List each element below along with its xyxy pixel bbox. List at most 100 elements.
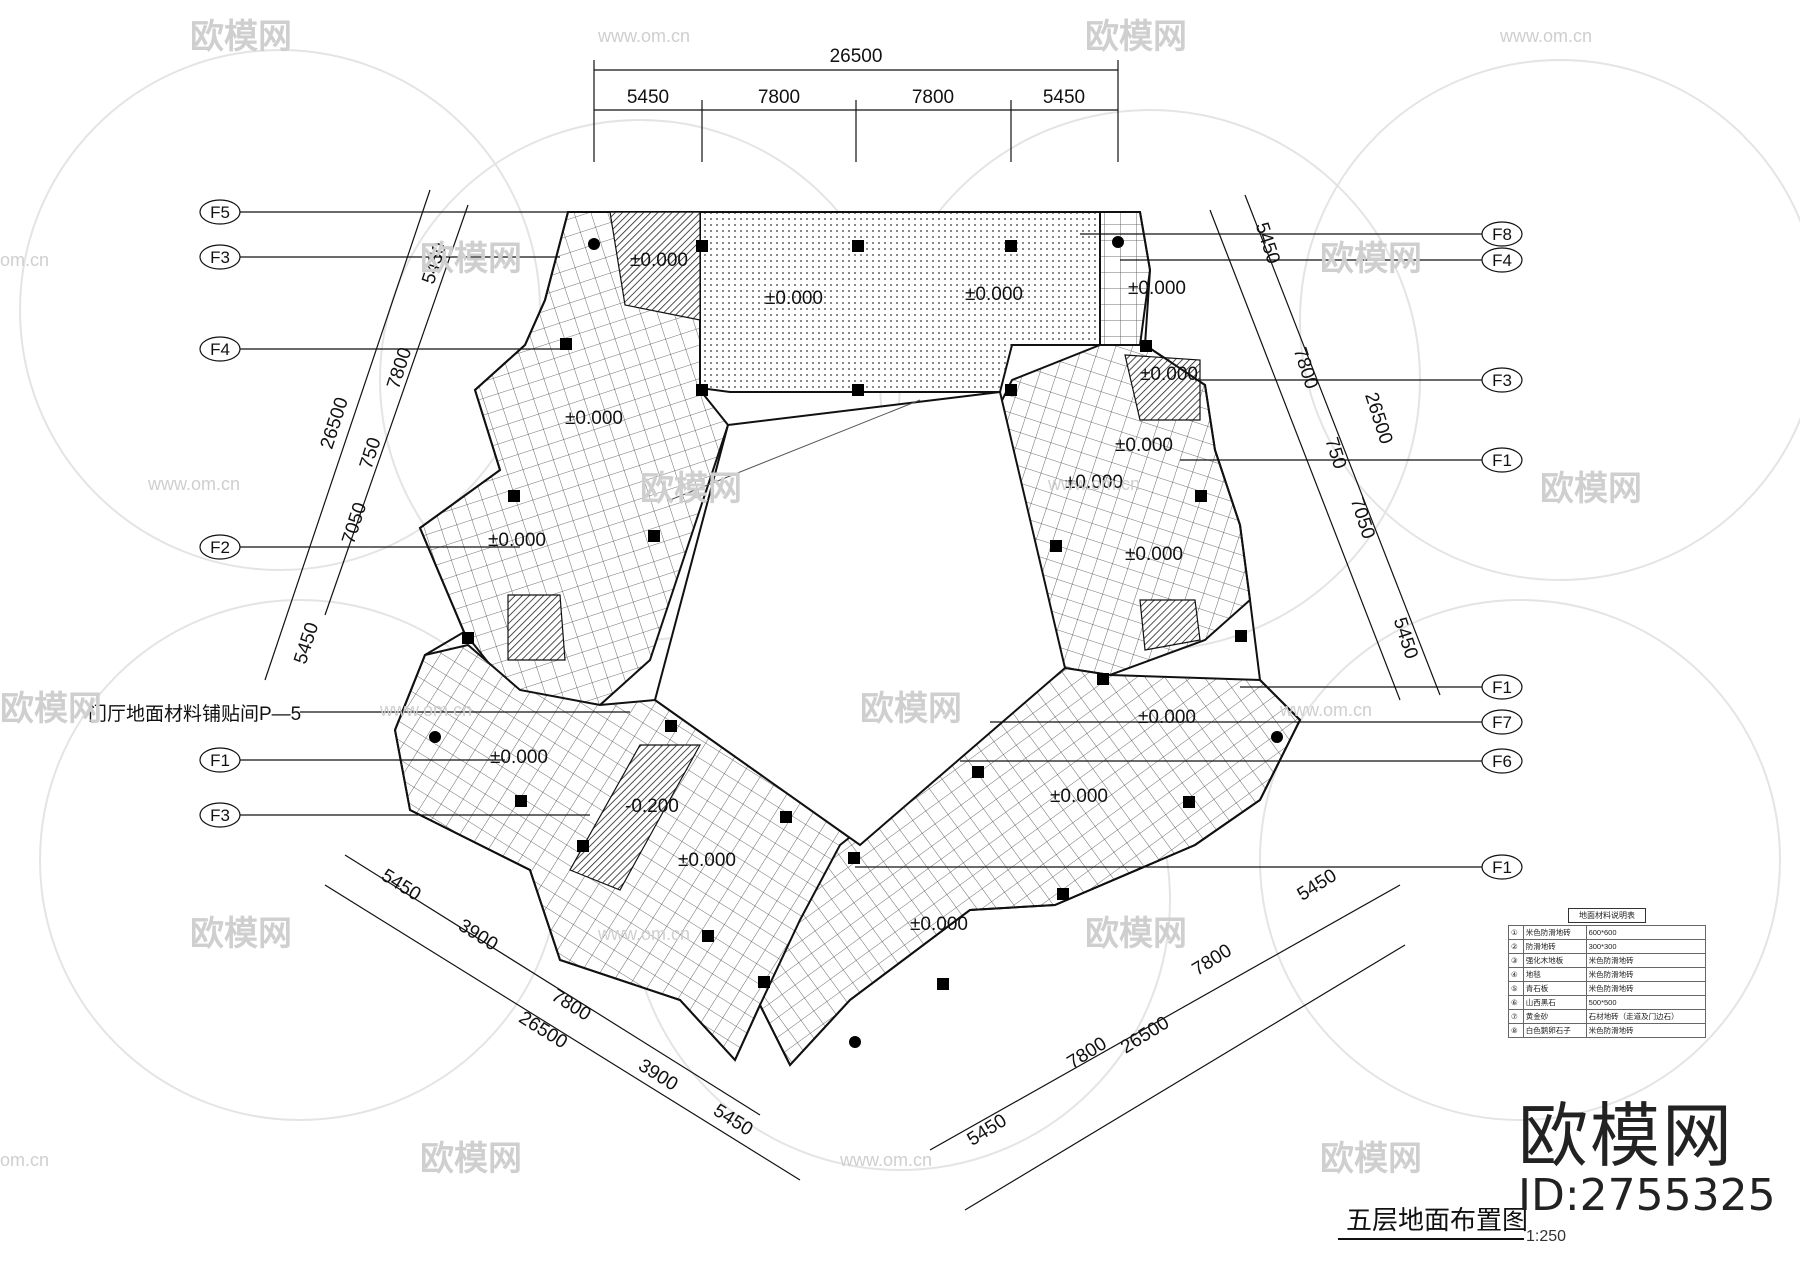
watermark-logo: 欧模网 (1540, 470, 1642, 508)
lobby-note: 门厅地面材料铺贴间P—5 (88, 703, 301, 725)
dim-top-3: 7800 (912, 87, 954, 108)
level-left-room: ±0.000 (565, 408, 623, 429)
dim-right-total: 26500 (1360, 390, 1396, 447)
level-right-1: ±0.000 (1140, 364, 1198, 385)
legend-cell-name: 防滑地砖 (1522, 939, 1587, 954)
watermark-url: www.om.cn (1279, 700, 1372, 720)
dim-ll-3: 7800 (547, 985, 594, 1025)
level-top-hall-2: ±0.000 (965, 284, 1023, 305)
legend-cell-spec: 米色防滑地砖 (1585, 1023, 1707, 1038)
level-right-2: ±0.000 (1115, 435, 1173, 456)
drawing-scale: 1:250 (1526, 1228, 1567, 1245)
watermark-logo: 欧模网 (1320, 1140, 1422, 1178)
tag-f3-left-bottom: F3 (210, 806, 230, 825)
right-dimensions (1209, 194, 1441, 701)
stairs-right (1139, 599, 1201, 651)
tag-f1-right-bottom: F1 (1492, 858, 1512, 877)
dim-right-3: 750 (1320, 435, 1350, 472)
level-lower-left-2: ±0.000 (678, 850, 736, 871)
tag-f1-right-mid: F1 (1492, 678, 1512, 697)
top-right-corner-floor (1099, 211, 1152, 346)
legend-cell-no: ③ (1508, 953, 1524, 968)
stone-strip-lower-left (569, 744, 702, 891)
legend-cell-name: 地毯 (1522, 967, 1587, 982)
watermark-logo: 欧模网 (190, 915, 292, 953)
legend-cell-no: ⑧ (1508, 1023, 1524, 1038)
level-right-4: ±0.000 (1125, 544, 1183, 565)
dim-lr-total: 26500 (1117, 1012, 1173, 1058)
dim-top-4: 5450 (1043, 87, 1085, 108)
dim-ll-total: 26500 (515, 1007, 571, 1053)
legend-cell-spec: 米色防滑地砖 (1585, 953, 1707, 968)
level-lower-right-2: ±0.000 (910, 914, 968, 935)
dim-lr-2: 7800 (1064, 1033, 1111, 1073)
tag-f3-left-top: F3 (210, 248, 230, 267)
level-lower-right-1: ±0.000 (1050, 786, 1108, 807)
outer-wall (393, 211, 1302, 1067)
watermark-logo: 欧模网 (1085, 18, 1187, 56)
dim-left-4: 7050 (338, 500, 371, 547)
top-hall-floor (699, 211, 1101, 393)
dim-top-total: 26500 (830, 46, 883, 67)
columns (429, 236, 1283, 1048)
watermark-url: www.om.cn (147, 474, 240, 494)
watermark-url: www.om.cn (1499, 26, 1592, 46)
watermark-logo: 欧模网 (190, 18, 292, 56)
legend-cell-name: 强化木地板 (1522, 953, 1587, 968)
brand-id: ID:2755325 (1518, 1170, 1776, 1221)
watermark-logo: 欧模网 (420, 1140, 522, 1178)
tag-f6: F6 (1492, 752, 1512, 771)
top-dimensions (593, 60, 1119, 162)
dim-left-5: 5450 (290, 620, 323, 667)
watermark-url: om.cn (0, 1150, 49, 1170)
dim-lr-4: 5450 (1294, 865, 1341, 905)
legend-cell-spec: 米色防滑地砖 (1585, 981, 1707, 996)
legend-cell-no: ⑥ (1508, 995, 1524, 1010)
tag-f1-right-top: F1 (1492, 451, 1512, 470)
dim-left-total: 26500 (317, 395, 353, 452)
legend-cell-spec: 300*300 (1585, 939, 1707, 954)
legend-cell-spec: 石材地砖（走道及门边石） (1585, 1009, 1707, 1024)
level-left-wc: ±0.000 (488, 530, 546, 551)
watermark-logo: 欧模网 (1085, 915, 1187, 953)
tag-f4-right: F4 (1492, 251, 1512, 270)
level-top-left: ±0.000 (630, 250, 688, 271)
left-tags (199, 199, 870, 828)
watermark-logo: 欧模网 (640, 470, 742, 508)
title-underline (1338, 1238, 1524, 1240)
dim-ll-5: 5450 (709, 1100, 756, 1140)
dim-ll-2: 3900 (454, 915, 501, 955)
right-tags (855, 221, 1523, 880)
dim-lr-1: 5450 (964, 1110, 1011, 1150)
level-right-3: ±0.000 (1065, 472, 1123, 493)
dim-ll-1: 5450 (377, 865, 424, 905)
tag-f5: F5 (210, 203, 230, 222)
watermark-logo: 欧模网 (1320, 240, 1422, 278)
watermark-url: om.cn (0, 250, 49, 270)
level-top-right: ±0.000 (1128, 278, 1186, 299)
tag-f3-right: F3 (1492, 371, 1512, 390)
watermark-url: www.om.cn (839, 1150, 932, 1170)
legend-cell-no: ④ (1508, 967, 1524, 982)
legend-cell-spec: 600*600 (1585, 925, 1707, 940)
tag-f2: F2 (210, 538, 230, 557)
watermark-url: www.om.cn (379, 700, 472, 720)
dim-lr-3: 7800 (1189, 940, 1236, 980)
legend-cell-no: ① (1508, 925, 1524, 940)
legend-cell-spec: 米色防滑地砖 (1585, 967, 1707, 982)
legend-cell-no: ⑦ (1508, 1009, 1524, 1024)
lower-left-dimensions (324, 854, 801, 1181)
legend-cell-name: 米色防滑地砖 (1522, 925, 1587, 940)
legend-cell-name: 青石板 (1522, 981, 1587, 996)
level-top-hall-1: ±0.000 (765, 288, 823, 309)
watermark-url: www.om.cn (597, 924, 690, 944)
legend-cell-name: 黄金砂 (1522, 1009, 1587, 1024)
level-lower-left-1: ±0.000 (490, 747, 548, 768)
